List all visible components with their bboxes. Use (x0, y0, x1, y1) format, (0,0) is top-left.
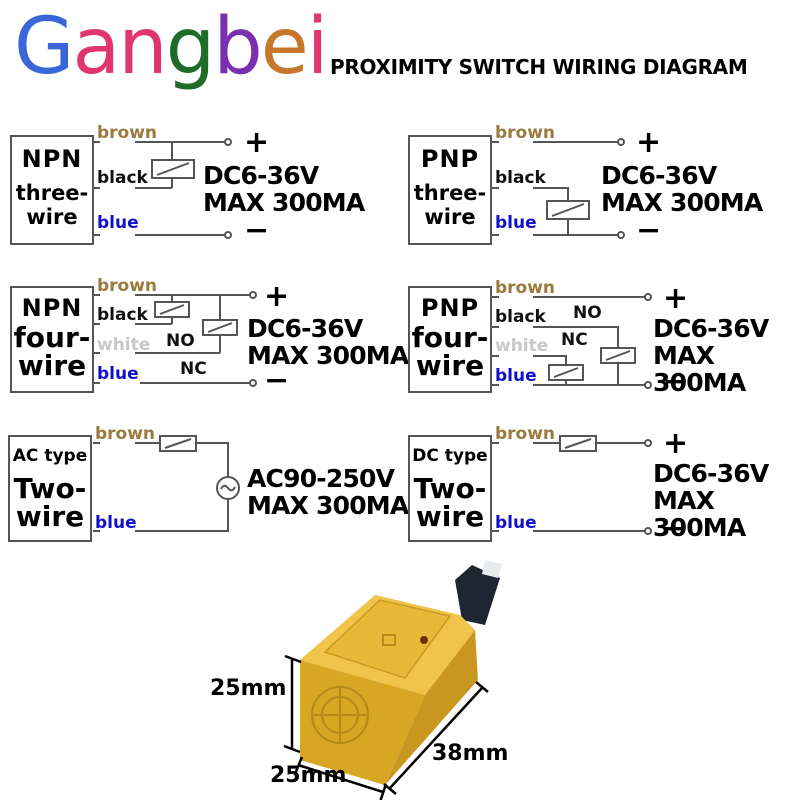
wire-label: wire (415, 500, 485, 533)
voltage-spec: DC6-36V (247, 314, 363, 343)
wire-label-black: black (97, 168, 148, 188)
minus-terminal: − (663, 511, 689, 546)
current-spec: MAX 300MA (601, 188, 763, 217)
current-spec: MAX 300MA (203, 188, 365, 217)
wire-label-blue: blue (95, 513, 137, 533)
plus-terminal: + (264, 279, 290, 314)
brand-logo: Gangbei (14, 2, 329, 92)
sensor-type: NPN (21, 294, 83, 322)
wire-label-black: black (495, 168, 546, 188)
current-spec: MAX 300MA (653, 486, 746, 542)
height-dimension: 25mm (210, 676, 286, 701)
wire-label-blue: blue (97, 364, 139, 384)
wire-label: wire (17, 349, 87, 382)
wire-label-brown: brown (97, 123, 158, 143)
normally-closed-label: NC (180, 359, 207, 379)
cable (455, 565, 500, 625)
logo-letter: b (213, 2, 262, 92)
wire-label: wire (415, 349, 485, 382)
plus-terminal: + (636, 125, 662, 160)
logo-letter: a (72, 2, 120, 92)
logo-letter: e (260, 2, 309, 92)
voltage-spec: DC6-36V (653, 459, 769, 488)
wire-label-brown: brown (495, 424, 556, 444)
current-spec: MAX 300MA (247, 341, 409, 370)
voltage-spec: DC6-36V (203, 161, 319, 190)
proximity-sensor-image: 25mm 25mm 38mm (210, 560, 508, 800)
cable-core (482, 560, 502, 578)
pnp-four-wire-box: PNP four- wire (408, 286, 492, 393)
wire-label: wire (15, 500, 85, 533)
wire-count: three- (15, 181, 89, 205)
wire-label-brown: brown (95, 424, 156, 444)
pnp-three-wire-box: PNP three- wire (408, 135, 492, 245)
npn-four-wire-box: NPN four- wire (10, 286, 94, 393)
wire-label-blue: blue (97, 213, 139, 233)
wire-label-white: white (97, 335, 151, 355)
logo-letter: g (165, 2, 215, 92)
plus-terminal: + (663, 281, 689, 316)
sensor-type: DC type (412, 446, 488, 466)
wire-label-blue: blue (495, 213, 537, 233)
wire-count: four- (411, 321, 489, 354)
wire-label-brown: brown (495, 278, 556, 298)
wire-label-white: white (495, 336, 549, 356)
wire-label-black: black (495, 307, 546, 327)
wire-label-brown: brown (495, 123, 556, 143)
minus-terminal: − (636, 213, 662, 248)
page-title: PROXIMITY SWITCH WIRING DIAGRAM (330, 55, 748, 79)
logo-letter: n (118, 2, 167, 92)
voltage-spec: AC90-250V (247, 464, 395, 493)
wire-label-blue: blue (495, 366, 537, 386)
sensor-front-face (300, 660, 425, 785)
wire-label: wire (424, 205, 476, 229)
logo-letter: i (306, 2, 329, 92)
minus-terminal: − (264, 363, 290, 398)
normally-closed-label: NC (561, 330, 588, 350)
npn-three-wire-box: NPN three- wire (10, 135, 94, 245)
plus-terminal: + (244, 125, 270, 160)
ac-two-wire-box: AC type Two- wire (8, 435, 92, 542)
sensor-type: AC type (12, 446, 88, 466)
wire-count: three- (413, 181, 487, 205)
voltage-spec: DC6-36V (601, 161, 717, 190)
sensor-type: NPN (21, 145, 83, 173)
voltage-spec: DC6-36V (653, 314, 769, 343)
sensor-type: PNP (420, 145, 480, 173)
wire-count: Two- (413, 472, 487, 505)
minus-terminal: − (663, 364, 689, 399)
logo-letter: G (14, 2, 74, 92)
plus-terminal: + (663, 426, 689, 461)
dc-two-wire-box: DC type Two- wire (408, 435, 492, 542)
wire-label-brown: brown (97, 276, 158, 296)
normally-open-label: NO (166, 331, 195, 351)
minus-terminal: − (244, 213, 270, 248)
normally-open-label: NO (573, 303, 602, 323)
sensor-type: PNP (420, 294, 480, 322)
sensor-side-face (385, 630, 478, 785)
current-spec: MAX 300MA (653, 341, 746, 397)
wire-label-blue: blue (495, 513, 537, 533)
length-dimension: 38mm (432, 741, 508, 766)
wire-count: four- (13, 321, 91, 354)
wire-label-black: black (97, 305, 148, 325)
wire-label: wire (26, 205, 78, 229)
width-dimension: 25mm (270, 763, 346, 788)
current-spec: MAX 300MA (247, 491, 409, 520)
wire-count: Two- (13, 472, 87, 505)
